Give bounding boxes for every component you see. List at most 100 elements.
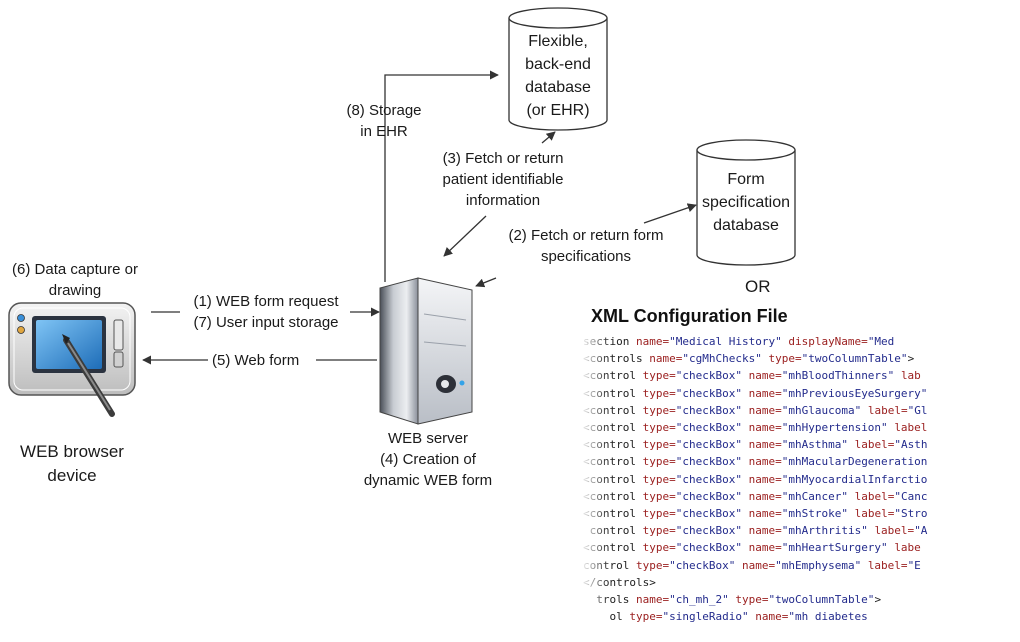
xml-attr-name: type= bbox=[768, 352, 802, 366]
xml-attr-name: label= bbox=[867, 403, 908, 417]
xml-code-line: <control type="checkBox" name="mhGlaucom… bbox=[583, 402, 1015, 419]
xml-attr-name: type= bbox=[642, 369, 676, 383]
xml-attr-name: name= bbox=[748, 455, 782, 469]
xml-tag-text: <control bbox=[583, 421, 643, 434]
fetch-patient-line: information bbox=[465, 192, 541, 209]
xml-tag-text: <control bbox=[583, 386, 643, 400]
xml-tag-text bbox=[742, 369, 749, 382]
xml-tag-text bbox=[742, 507, 749, 520]
request-label-line: (1) WEB form request bbox=[193, 293, 339, 310]
patient-info-arrow bbox=[443, 215, 487, 257]
xml-attr-value: "mhHypertension" bbox=[781, 421, 888, 434]
xml-attr-name: name= bbox=[748, 438, 782, 452]
xml-tag-text: <controls bbox=[583, 352, 650, 366]
xml-tag-text: control bbox=[583, 558, 636, 572]
xml-tag-text bbox=[894, 369, 901, 382]
xml-tag-text bbox=[742, 387, 749, 400]
xml-attr-value: "Gl bbox=[907, 403, 928, 417]
xml-attr-value: "E bbox=[907, 558, 921, 572]
xml-attr-name: type= bbox=[642, 438, 676, 452]
xml-attr-value: "checkBox" bbox=[675, 472, 742, 486]
xml-attr-value: "Asth bbox=[894, 438, 928, 452]
xml-attr-name: type= bbox=[642, 455, 676, 469]
form-spec-database-label: Form specification database bbox=[690, 168, 802, 237]
xml-tag-text: control bbox=[583, 524, 643, 538]
fetch-form-line: (2) Fetch or return form bbox=[508, 227, 664, 244]
ehr-database-line: (or EHR) bbox=[526, 102, 590, 119]
xml-code-line: <control type="checkBox" name="mhBloodTh… bbox=[583, 367, 1015, 384]
xml-tag-text bbox=[742, 490, 749, 503]
xml-attr-value: "Medical History" bbox=[669, 335, 782, 348]
xml-attr-name: labe bbox=[894, 541, 921, 555]
fetch-form-line: specifications bbox=[540, 248, 632, 265]
data-capture-line: drawing bbox=[48, 282, 102, 299]
xml-attr-value: "Med bbox=[867, 335, 895, 348]
xml-attr-name: name= bbox=[748, 421, 782, 434]
xml-code-line: <control type="checkBox" name="mhCancer"… bbox=[583, 488, 1015, 505]
xml-code-line: <controls name="cgMhChecks" type="twoCol… bbox=[583, 350, 1015, 367]
xml-attr-value: "checkBox" bbox=[675, 403, 742, 417]
data-capture-line: (6) Data capture or bbox=[12, 261, 138, 278]
xml-attr-value: "mh diabetes bbox=[788, 610, 868, 624]
xml-attr-name: name= bbox=[748, 541, 782, 555]
xml-attr-value: "mhCancer" bbox=[781, 489, 848, 503]
xml-attr-value: "mhMacularDegeneration bbox=[781, 455, 928, 469]
form-spec-arrow-lower bbox=[475, 277, 497, 288]
request-label-line: (7) User input storage bbox=[193, 314, 339, 331]
xml-tag-text bbox=[848, 507, 855, 520]
server-icon bbox=[379, 277, 473, 425]
xml-code-line: <control type="checkBox" name="mhAsthma"… bbox=[583, 436, 1015, 453]
xml-tag-text: <control bbox=[583, 455, 643, 469]
xml-attr-name: displayName= bbox=[788, 335, 868, 348]
fetch-patient-line: (3) Fetch or return bbox=[442, 150, 564, 167]
xml-tag-text: <control bbox=[583, 403, 643, 417]
storage-label-line: (8) Storage bbox=[346, 102, 422, 119]
xml-tag-text: <control bbox=[583, 438, 643, 452]
browser-device-label: WEB browser device bbox=[0, 440, 144, 488]
xml-attr-value: "checkBox" bbox=[675, 489, 742, 503]
server-label-line: WEB server bbox=[387, 430, 468, 447]
xml-attr-name: type= bbox=[642, 421, 676, 434]
xml-attr-name: name= bbox=[635, 335, 670, 348]
xml-attr-value: "A bbox=[914, 524, 928, 538]
xml-attr-name: label= bbox=[874, 524, 915, 538]
xml-attr-value: "mhPreviousEyeSurgery" bbox=[781, 386, 928, 400]
xml-attr-value: "twoColumnTable" bbox=[768, 593, 875, 606]
xml-attr-name: label= bbox=[867, 558, 908, 572]
xml-attr-name: label= bbox=[854, 438, 895, 452]
fetch-form-label: (2) Fetch or return form specifications bbox=[488, 225, 684, 267]
xml-config-title: XML Configuration File bbox=[591, 306, 788, 326]
form-spec-database-line: Form bbox=[727, 171, 765, 188]
xml-attr-value: "mhBloodThinners" bbox=[781, 369, 895, 383]
xml-tag-text bbox=[742, 541, 749, 554]
xml-tag-text bbox=[742, 473, 749, 486]
xml-attr-value: "mhStroke" bbox=[781, 507, 848, 520]
xml-tag-text: section bbox=[583, 335, 636, 348]
xml-code-line: <control type="checkBox" name="mhPreviou… bbox=[583, 385, 1015, 402]
xml-attr-name: name= bbox=[748, 472, 782, 486]
xml-attr-value: "checkBox" bbox=[675, 386, 742, 400]
xml-attr-name: type= bbox=[635, 558, 670, 572]
xml-attr-value: "checkBox" bbox=[675, 438, 742, 452]
xml-tag-text bbox=[848, 490, 855, 503]
xml-attr-name: label= bbox=[854, 507, 895, 520]
tablet-device-icon bbox=[8, 302, 136, 417]
xml-tag-text: <control bbox=[583, 489, 643, 503]
xml-attr-value: "checkBox" bbox=[675, 541, 742, 555]
form-spec-database-line: specification bbox=[701, 194, 791, 211]
xml-tag-text bbox=[861, 404, 868, 417]
xml-attr-name: type= bbox=[642, 403, 676, 417]
xml-attr-value: "Stro bbox=[894, 507, 928, 520]
storage-label: (8) Storage in EHR bbox=[330, 100, 438, 142]
ehr-database-icon bbox=[508, 7, 608, 131]
xml-attr-value: "checkBox" bbox=[675, 524, 742, 538]
xml-tag-text: <control bbox=[583, 369, 643, 383]
xml-code-line: <control type="checkBox" name="mhMacular… bbox=[583, 453, 1015, 470]
xml-tag-text bbox=[861, 559, 868, 572]
ehr-database-label: Flexible, back-end database (or EHR) bbox=[509, 30, 607, 122]
xml-tag-text: ol bbox=[583, 610, 630, 624]
server-label: WEB server (4) Creation of dynamic WEB f… bbox=[340, 428, 516, 491]
xml-code-line: control type="checkBox" name="mhEmphysem… bbox=[583, 557, 1015, 574]
form-spec-database-line: database bbox=[713, 217, 779, 234]
